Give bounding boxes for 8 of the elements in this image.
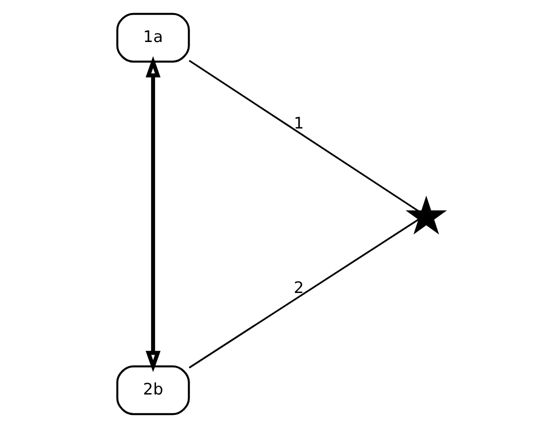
connector	[188, 60, 419, 212]
node-box: 1a	[116, 12, 190, 63]
node-box: 2b	[116, 365, 190, 416]
edge-label: 1	[293, 114, 304, 133]
connector	[188, 218, 420, 368]
arrow	[145, 56, 160, 372]
node-star	[405, 196, 446, 234]
edge-label: 2	[293, 278, 304, 297]
